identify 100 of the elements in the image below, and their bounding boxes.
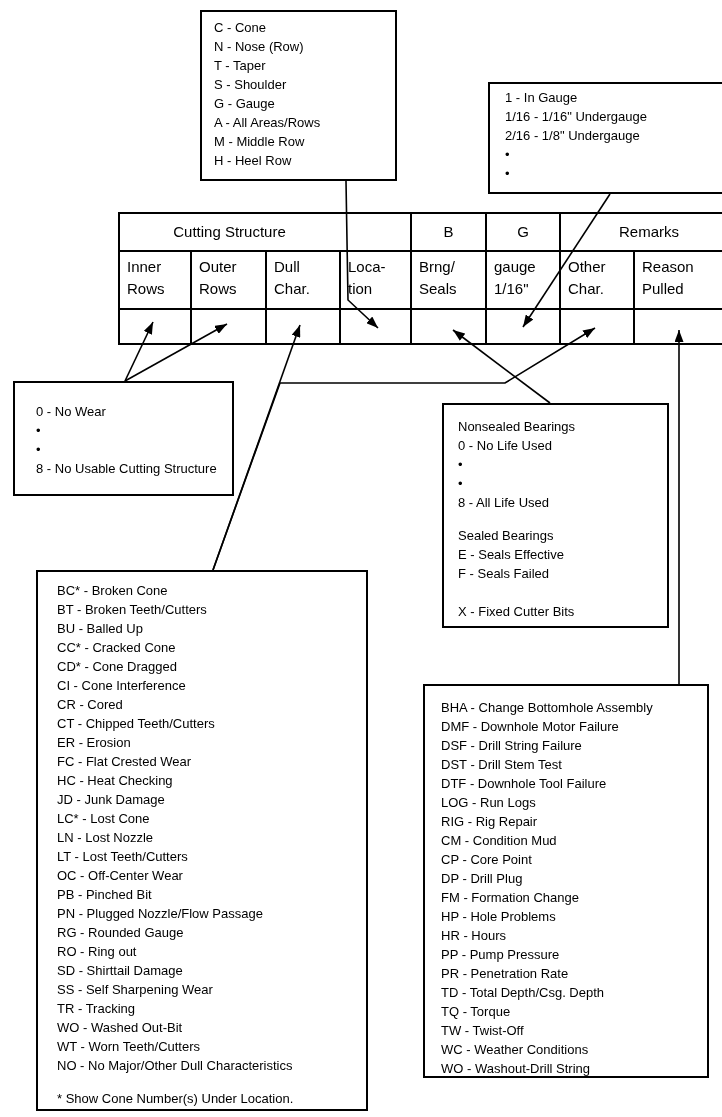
code-line: 2/16 - 1/8" Undergauge bbox=[505, 127, 641, 145]
code-line: DSF - Drill String Failure bbox=[441, 737, 583, 755]
code-line: • bbox=[505, 146, 511, 164]
code-line: A - All Areas/Rows bbox=[214, 114, 322, 132]
column-title: Reason Pulled bbox=[642, 257, 695, 299]
code-line: 8 - All Life Used bbox=[458, 494, 551, 512]
column-group-title: Cutting Structure bbox=[173, 221, 286, 242]
callout-box bbox=[423, 684, 709, 1078]
callout-box bbox=[200, 10, 397, 181]
column-group-title: B bbox=[443, 221, 454, 242]
column-group-title: Remarks bbox=[619, 221, 679, 242]
code-line: F - Seals Failed bbox=[458, 565, 551, 583]
code-line: DP - Drill Plug bbox=[441, 870, 524, 888]
column-title: Inner Rows bbox=[127, 257, 166, 299]
code-line: T - Taper bbox=[214, 57, 267, 75]
code-line: ER - Erosion bbox=[57, 734, 132, 752]
code-line: TQ - Torque bbox=[441, 1003, 512, 1021]
code-line: • bbox=[36, 441, 42, 459]
code-line: WC - Weather Conditions bbox=[441, 1041, 590, 1059]
code-line: CP - Core Point bbox=[441, 851, 533, 869]
code-line: TW - Twist-Off bbox=[441, 1022, 525, 1040]
code-line: N - Nose (Row) bbox=[214, 38, 305, 56]
leader-arrow bbox=[212, 327, 596, 571]
column-title: gauge 1/16" bbox=[494, 257, 537, 299]
code-line: S - Shoulder bbox=[214, 76, 288, 94]
code-line: BC* - Broken Cone bbox=[57, 582, 169, 600]
code-line: • bbox=[458, 456, 464, 474]
code-line: 1 - In Gauge bbox=[505, 89, 579, 107]
code-line: CT - Chipped Teeth/Cutters bbox=[57, 715, 216, 733]
column-title: Other Char. bbox=[568, 257, 607, 299]
code-line: 0 - No Wear bbox=[36, 403, 107, 421]
code-line: • bbox=[458, 475, 464, 493]
leader-arrow bbox=[124, 321, 154, 382]
callout-box bbox=[488, 82, 722, 194]
code-line: CD* - Cone Dragged bbox=[57, 658, 178, 676]
code-line: RO - Ring out bbox=[57, 943, 138, 961]
code-line: 1/16 - 1/16" Undergauge bbox=[505, 108, 648, 126]
code-line: CI - Cone Interference bbox=[57, 677, 187, 695]
code-line: WT - Worn Teeth/Cutters bbox=[57, 1038, 202, 1056]
code-line: FM - Formation Change bbox=[441, 889, 580, 907]
code-line: PN - Plugged Nozzle/Flow Passage bbox=[57, 905, 264, 923]
code-line: DTF - Downhole Tool Failure bbox=[441, 775, 608, 793]
code-line: DMF - Downhole Motor Failure bbox=[441, 718, 620, 736]
header-cell bbox=[118, 212, 412, 252]
code-line: FC - Flat Crested Wear bbox=[57, 753, 193, 771]
leader-arrow bbox=[522, 193, 611, 328]
code-line: JD - Junk Damage bbox=[57, 791, 166, 809]
code-line: PB - Pinched Bit bbox=[57, 886, 153, 904]
code-line: TR - Tracking bbox=[57, 1000, 136, 1018]
code-line: CM - Condition Mud bbox=[441, 832, 558, 850]
code-line: DST - Drill Stem Test bbox=[441, 756, 563, 774]
leader-arrow bbox=[345, 180, 379, 329]
code-line: LC* - Lost Cone bbox=[57, 810, 151, 828]
leader-arrow bbox=[124, 323, 228, 382]
code-line: WO - Washout-Drill String bbox=[441, 1060, 592, 1078]
callout-box bbox=[36, 570, 368, 1111]
code-line: Nonsealed Bearings bbox=[458, 418, 577, 436]
code-line: RIG - Rig Repair bbox=[441, 813, 539, 831]
leader-arrow bbox=[452, 329, 551, 404]
entry-cell bbox=[118, 308, 192, 345]
code-line: C - Cone bbox=[214, 19, 268, 37]
code-line: 0 - No Life Used bbox=[458, 437, 553, 455]
code-line: PR - Penetration Rate bbox=[441, 965, 570, 983]
code-line: OC - Off-Center Wear bbox=[57, 867, 184, 885]
code-line: BT - Broken Teeth/Cutters bbox=[57, 601, 208, 619]
code-line: TD - Total Depth/Csg. Depth bbox=[441, 984, 606, 1002]
code-line: E - Seals Effective bbox=[458, 546, 565, 564]
code-line: BU - Balled Up bbox=[57, 620, 144, 638]
column-title: Outer Rows bbox=[199, 257, 238, 299]
column-title: Brng/ Seals bbox=[419, 257, 458, 299]
code-line: BHA - Change Bottomhole Assembly bbox=[441, 699, 654, 717]
code-line: HC - Heat Checking bbox=[57, 772, 174, 790]
code-line: NO - No Major/Other Dull Characteristics bbox=[57, 1057, 294, 1075]
code-line: LOG - Run Logs bbox=[441, 794, 537, 812]
callout-box bbox=[442, 403, 669, 628]
code-line: PP - Pump Pressure bbox=[441, 946, 561, 964]
column-title: Loca- tion bbox=[348, 257, 387, 299]
code-line: LT - Lost Teeth/Cutters bbox=[57, 848, 189, 866]
code-line: G - Gauge bbox=[214, 95, 276, 113]
column-group-title: G bbox=[517, 221, 529, 242]
code-line: SD - Shirttail Damage bbox=[57, 962, 184, 980]
code-line: • bbox=[505, 165, 511, 183]
code-line: SS - Self Sharpening Wear bbox=[57, 981, 214, 999]
code-line: * Show Cone Number(s) Under Location. bbox=[57, 1090, 295, 1108]
code-line: CC* - Cracked Cone bbox=[57, 639, 177, 657]
code-line: • bbox=[36, 422, 42, 440]
code-line: 8 - No Usable Cutting Structure bbox=[36, 460, 218, 478]
code-line: X - Fixed Cutter Bits bbox=[458, 603, 576, 621]
code-line: M - Middle Row bbox=[214, 133, 306, 151]
code-line: RG - Rounded Gauge bbox=[57, 924, 185, 942]
code-line: H - Heel Row bbox=[214, 152, 293, 170]
code-line: CR - Cored bbox=[57, 696, 124, 714]
code-line: WO - Washed Out-Bit bbox=[57, 1019, 184, 1037]
code-line: HR - Hours bbox=[441, 927, 507, 945]
code-line: Sealed Bearings bbox=[458, 527, 555, 545]
leader-arrow bbox=[674, 329, 684, 685]
callout-box bbox=[13, 381, 234, 496]
code-line: LN - Lost Nozzle bbox=[57, 829, 155, 847]
column-title: Dull Char. bbox=[274, 257, 311, 299]
code-line: HP - Hole Problems bbox=[441, 908, 557, 926]
